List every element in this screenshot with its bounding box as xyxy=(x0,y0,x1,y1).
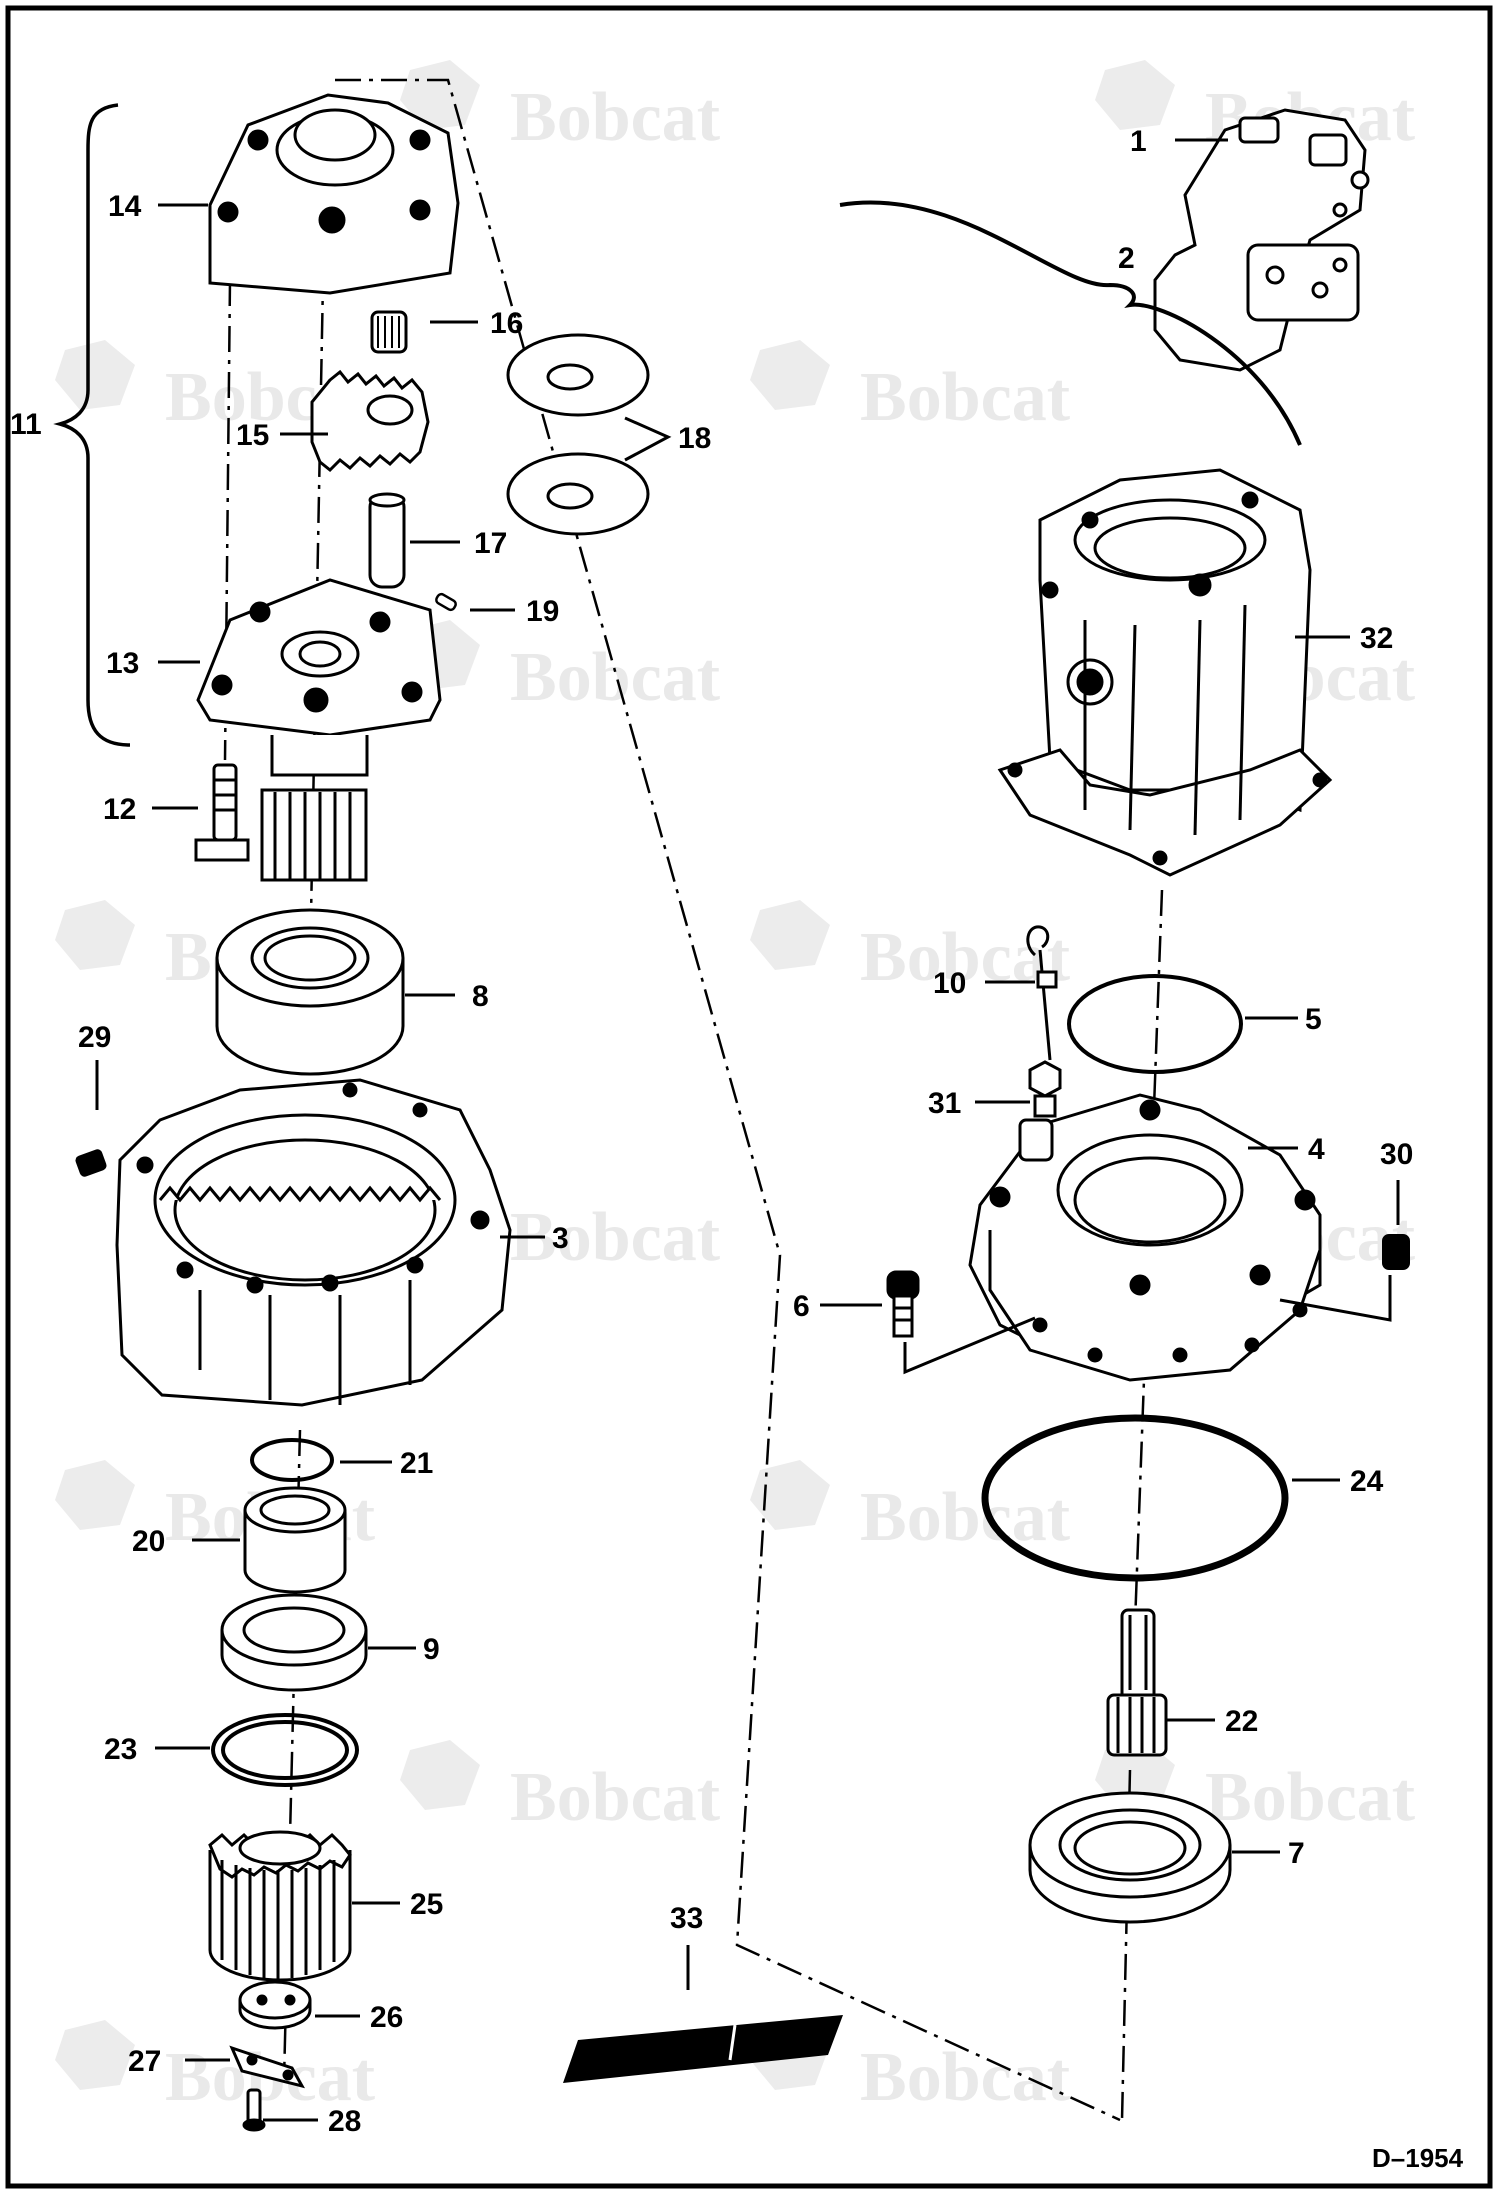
part-label-23: 23 xyxy=(104,1733,137,1766)
part-label-12: 12 xyxy=(103,793,136,826)
watermark-text: Bobcat xyxy=(1205,1759,1415,1836)
part-label-13: 13 xyxy=(106,647,139,680)
part-label-8: 8 xyxy=(472,980,489,1013)
part-29-setscrew xyxy=(75,1149,107,1177)
part-1-motor xyxy=(1153,108,1370,372)
part-6-cap-screw xyxy=(886,1270,920,1338)
page-border xyxy=(5,5,1493,2189)
bobcat-logo-icon xyxy=(55,2020,135,2090)
part-label-10: 10 xyxy=(933,967,966,1000)
part-label-20: 20 xyxy=(132,1525,165,1558)
watermark-text: Bobcat xyxy=(510,1759,720,1836)
part-30-plug xyxy=(1382,1234,1410,1270)
part-label-6: 6 xyxy=(793,1290,810,1323)
centerline-bolt-12 xyxy=(223,279,232,761)
figure-id: D–1954 xyxy=(1372,2143,1464,2173)
watermark-text: Bobcat xyxy=(510,639,720,716)
part-label-33: 33 xyxy=(670,1902,703,1935)
part-label-17: 17 xyxy=(474,527,507,560)
part-23-snap-ring xyxy=(211,1713,359,1787)
part-19-roll-pin xyxy=(435,592,457,612)
part-label-26: 26 xyxy=(370,2001,403,2034)
part-12-bolt xyxy=(194,763,250,862)
leader-lines xyxy=(95,138,1400,2122)
bobcat-logo-icon xyxy=(400,60,480,130)
part-label-32: 32 xyxy=(1360,622,1393,655)
part-11-bracket xyxy=(53,103,131,747)
bobcat-logo-icon xyxy=(750,900,830,970)
part-label-31: 31 xyxy=(928,1087,961,1120)
part-15-gear xyxy=(310,369,430,473)
part-22-shaft xyxy=(1106,1608,1168,1757)
part-labels: 1 2 3 4 5 6 7 8 9 10 11 12 13 14 15 16 1… xyxy=(10,125,1413,2138)
part-label-11: 11 xyxy=(10,408,42,441)
part-label-28: 28 xyxy=(328,2105,361,2138)
bobcat-logo-icon xyxy=(55,900,135,970)
part-31-fitting xyxy=(1028,1060,1062,1118)
watermark-text: Bobcat xyxy=(510,79,720,156)
part-label-1: 1 xyxy=(1130,125,1147,158)
part-8-bearing xyxy=(215,908,405,1076)
part-label-29: 29 xyxy=(78,1021,111,1054)
bobcat-logo-icon xyxy=(1095,60,1175,130)
part-5-oring xyxy=(1067,974,1243,1074)
watermark-text: Bobcat xyxy=(860,2039,1070,2116)
part-21-oring xyxy=(250,1438,334,1482)
part-7-bearing xyxy=(1028,1791,1232,1924)
part-20-bushing xyxy=(243,1486,347,1594)
bobcat-logo-icon xyxy=(55,1460,135,1530)
part-label-15: 15 xyxy=(236,419,269,452)
part-label-3: 3 xyxy=(552,1222,569,1255)
part-label-27: 27 xyxy=(128,2045,161,2078)
part-label-22: 22 xyxy=(1225,1705,1258,1738)
part-label-9: 9 xyxy=(423,1633,440,1666)
bobcat-logo-icon xyxy=(750,340,830,410)
part-17-pin xyxy=(368,492,406,589)
part-27-lock-plate xyxy=(229,2045,305,2089)
part-9-seal xyxy=(220,1593,368,1692)
bobcat-logo-icon xyxy=(55,340,135,410)
part-2-bracket xyxy=(839,200,1302,446)
part-label-7: 7 xyxy=(1288,1837,1305,1870)
part-label-5: 5 xyxy=(1305,1003,1322,1036)
part-label-25: 25 xyxy=(410,1888,443,1921)
bobcat-logo-icon xyxy=(400,1740,480,1810)
part-label-21: 21 xyxy=(400,1447,433,1480)
part-label-18: 18 xyxy=(678,422,711,455)
part-label-4: 4 xyxy=(1308,1133,1325,1166)
part-28-screw xyxy=(242,2088,266,2132)
part-label-16: 16 xyxy=(490,307,523,340)
part-3-ring-gear-housing xyxy=(115,1078,512,1407)
part-32-housing xyxy=(997,468,1333,877)
watermark-text: Bobcat xyxy=(860,359,1070,436)
part-10-dipstick xyxy=(1026,925,1058,1061)
bobcat-logo-icon xyxy=(750,1460,830,1530)
part-26-disc xyxy=(238,1980,312,2030)
part-24-oring xyxy=(981,1414,1289,1582)
part-16-bearing xyxy=(370,310,408,354)
part-label-24: 24 xyxy=(1350,1465,1384,1498)
part-4-adapter-housing xyxy=(968,1093,1322,1382)
watermark-text: Bobcat xyxy=(860,1479,1070,1556)
part-14-cover xyxy=(208,93,460,295)
part-18-washers xyxy=(506,333,650,536)
part-13-carrier xyxy=(196,578,442,882)
part-33-decal xyxy=(563,2015,843,2083)
part-label-2: 2 xyxy=(1118,242,1135,275)
part-label-14: 14 xyxy=(108,190,142,223)
part-25-pinion-gear xyxy=(208,1830,352,1982)
connection-line-main xyxy=(335,78,1121,2122)
part-label-30: 30 xyxy=(1380,1138,1413,1171)
part-label-19: 19 xyxy=(526,595,559,628)
